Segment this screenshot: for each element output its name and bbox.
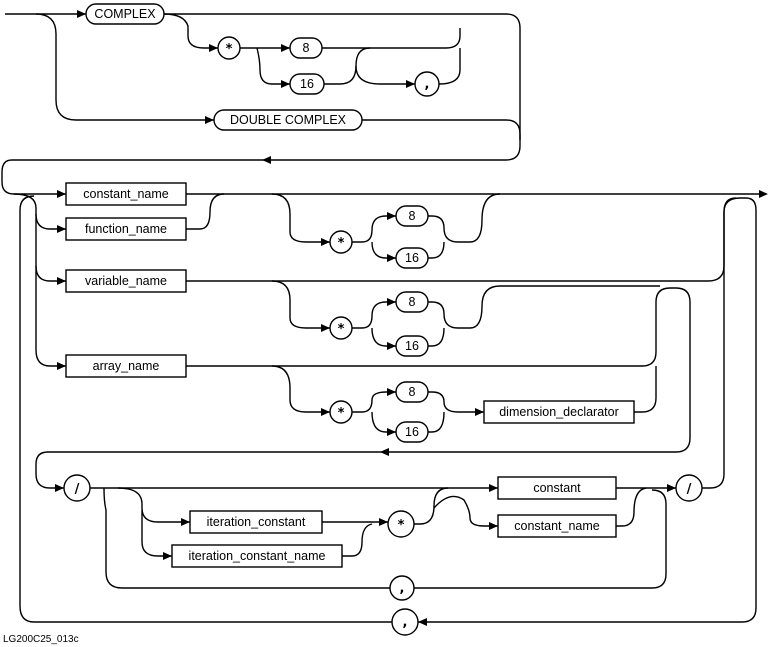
terminal-slash-1: / [63, 474, 91, 502]
arrow-constant [489, 484, 498, 492]
arrow-16-4 [387, 428, 396, 436]
box-constant: constant [497, 476, 617, 500]
arrow-complex [77, 10, 86, 18]
terminal-8-2: 8 [395, 205, 429, 227]
svg-text:constant_name: constant_name [514, 519, 600, 533]
svg-text:,: , [403, 615, 408, 630]
svg-text:8: 8 [409, 209, 416, 223]
svg-text:*: * [338, 322, 345, 337]
arrow-array-name [57, 362, 66, 370]
box-function-name: function_name [65, 217, 187, 241]
arrow-star-4 [321, 408, 330, 416]
box-constant-name: constant_name [65, 182, 187, 206]
terminal-star-1: * [217, 36, 241, 60]
svg-text:constant_name: constant_name [83, 187, 169, 201]
arrow-star-5 [379, 518, 388, 526]
svg-text:iteration_constant_name: iteration_constant_name [189, 549, 326, 563]
arrow-function-name [57, 225, 66, 233]
arrow-constant-name [57, 190, 66, 198]
svg-text:*: * [338, 236, 345, 251]
arrow-variable-name [57, 277, 66, 285]
arrow-comma-3 [418, 618, 427, 626]
svg-text:/: / [687, 482, 692, 497]
arrow-16-3 [387, 342, 396, 350]
svg-text:function_name: function_name [85, 222, 167, 236]
arrow-return-2 [380, 448, 389, 456]
svg-text:*: * [338, 406, 345, 421]
terminal-star-3: * [329, 316, 353, 340]
arrow-star-3 [321, 324, 330, 332]
terminal-8-1: 8 [289, 37, 323, 59]
terminal-star-4: * [329, 400, 353, 424]
terminal-8-3: 8 [395, 291, 429, 313]
box-variable-name: variable_name [65, 269, 187, 293]
svg-text:16: 16 [405, 425, 419, 439]
box-iteration-constant-name: iteration_constant_name [171, 544, 343, 568]
terminal-16-1: 16 [289, 73, 325, 95]
arrow-16-2 [387, 254, 396, 262]
box-dimension-declarator: dimension_declarator [483, 400, 635, 424]
names-section [13, 193, 760, 453]
arrow-8-3 [387, 298, 396, 306]
arrow-slash-1 [55, 484, 64, 492]
arrow-double-complex [205, 116, 214, 124]
svg-text:/: / [75, 482, 80, 497]
svg-text:iteration_constant: iteration_constant [207, 515, 306, 529]
terminal-comma-2: , [389, 575, 415, 601]
terminal-slash-2: / [675, 474, 703, 502]
arrow-8-1 [281, 44, 290, 52]
terminal-16-4: 16 [395, 421, 429, 443]
arrow-star-1 [209, 44, 218, 52]
terminal-comma-1: , [414, 71, 440, 97]
arrow-8-4 [387, 388, 396, 396]
svg-text:16: 16 [405, 339, 419, 353]
svg-text:8: 8 [409, 385, 416, 399]
arrow-dimension-declarator [475, 408, 484, 416]
values-section [19, 195, 757, 623]
arrow-slash-2 [667, 484, 676, 492]
arrow-return-1 [262, 156, 271, 164]
arrow-iteration-constant-name [163, 552, 172, 560]
arrow-8-2 [387, 212, 396, 220]
terminal-16-2: 16 [395, 247, 429, 269]
arrow-iteration-constant [181, 518, 190, 526]
terminal-star-2: * [329, 230, 353, 254]
terminal-16-3: 16 [395, 335, 429, 357]
terminal-8-4: 8 [395, 381, 429, 403]
terminal-double-complex: DOUBLE COMPLEX [213, 109, 363, 131]
svg-text:variable_name: variable_name [85, 274, 167, 288]
terminal-double-complex-label: DOUBLE COMPLEX [230, 113, 347, 127]
arrowheads [55, 10, 768, 626]
svg-text:,: , [400, 581, 405, 596]
svg-text:constant: constant [533, 481, 581, 495]
svg-text:8: 8 [303, 41, 310, 55]
terminal-complex: COMPLEX [85, 3, 165, 25]
svg-text:,: , [425, 77, 430, 92]
svg-text:array_name: array_name [93, 359, 160, 373]
svg-text:8: 8 [409, 295, 416, 309]
svg-text:16: 16 [300, 77, 314, 91]
arrow-comma-1 [406, 80, 415, 88]
figure-id: LG200C25_013c [3, 634, 79, 645]
svg-text:*: * [226, 42, 233, 57]
terminal-star-5: * [387, 510, 415, 538]
box-array-name: array_name [65, 354, 187, 378]
terminal-complex-label: COMPLEX [94, 7, 156, 21]
arrow-constant-name-2 [489, 522, 498, 530]
box-constant-name-2: constant_name [497, 514, 617, 538]
arrow-star-2 [321, 238, 330, 246]
arrow-16-1 [281, 80, 290, 88]
box-iteration-constant: iteration_constant [189, 510, 323, 534]
complex-section [1, 13, 521, 195]
svg-text:16: 16 [405, 251, 419, 265]
svg-text:*: * [398, 518, 405, 533]
terminal-comma-3: , [391, 608, 419, 636]
arrow-exit-right [759, 190, 768, 198]
svg-text:dimension_declarator: dimension_declarator [499, 405, 619, 419]
